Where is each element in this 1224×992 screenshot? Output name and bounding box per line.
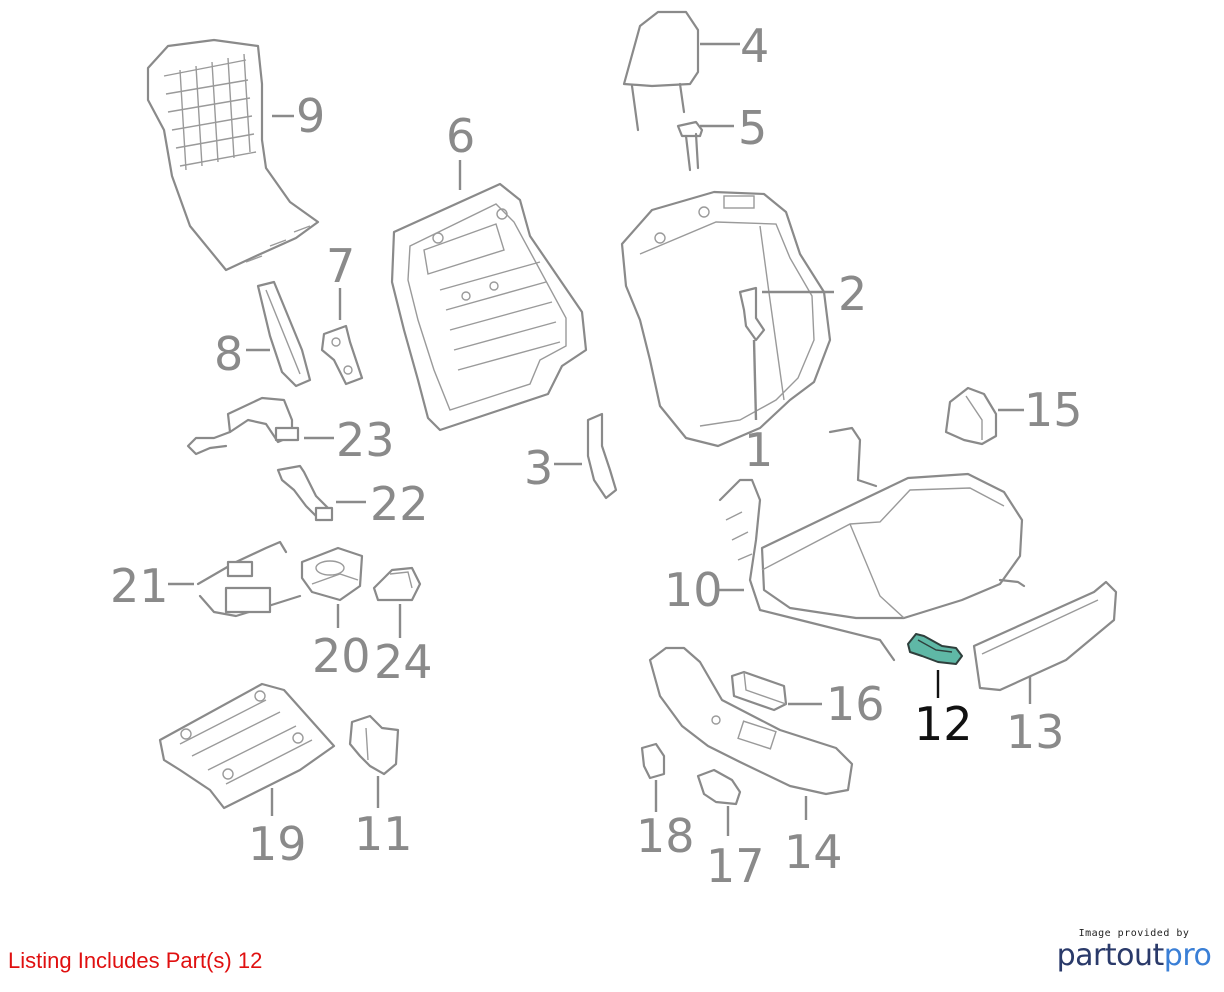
part-2-shape[interactable] <box>738 286 766 342</box>
part-13-shape[interactable] <box>972 580 1118 692</box>
partoutpro-logo[interactable]: partoutpro <box>1054 939 1214 973</box>
part-7-shape[interactable] <box>320 324 364 386</box>
callout-lines <box>168 42 1032 836</box>
part-12-shape[interactable] <box>907 633 963 665</box>
part-1-shape[interactable] <box>620 190 832 448</box>
part-15-shape[interactable] <box>944 386 998 446</box>
callout-10[interactable]: 10 <box>664 563 723 617</box>
callout-1[interactable]: 1 <box>744 423 773 477</box>
part-3-shape[interactable] <box>586 412 618 500</box>
part-6-shape[interactable] <box>390 182 588 432</box>
part-5-shape[interactable] <box>676 120 704 172</box>
callout-13[interactable]: 13 <box>1006 705 1065 759</box>
part-22-shape[interactable] <box>276 464 334 522</box>
callout-7[interactable]: 7 <box>326 239 355 293</box>
part-16-shape[interactable] <box>730 670 788 712</box>
callout-23[interactable]: 23 <box>336 413 395 467</box>
part-23-shape[interactable] <box>186 396 300 456</box>
part-17-shape[interactable] <box>696 768 742 806</box>
callout-2[interactable]: 2 <box>838 267 867 321</box>
part-4-shape[interactable] <box>622 10 700 132</box>
callout-22[interactable]: 22 <box>370 477 429 531</box>
callout-15[interactable]: 15 <box>1024 383 1083 437</box>
callout-8[interactable]: 8 <box>214 327 243 381</box>
callout-19[interactable]: 19 <box>248 817 307 871</box>
provider-credit: Image provided by partoutpro <box>1054 928 1214 973</box>
logo-text-part1: partout <box>1056 938 1165 973</box>
callout-20[interactable]: 20 <box>312 629 371 683</box>
callout-24[interactable]: 24 <box>374 635 433 689</box>
part-20-shape[interactable] <box>300 546 364 602</box>
callout-4[interactable]: 4 <box>740 19 769 73</box>
callout-17[interactable]: 17 <box>706 839 765 893</box>
provider-caption: Image provided by <box>1078 928 1190 939</box>
part-21-shape[interactable] <box>196 540 302 618</box>
part-19-shape[interactable] <box>158 682 336 810</box>
part-24-shape[interactable] <box>372 566 422 602</box>
callout-9[interactable]: 9 <box>296 89 325 143</box>
callout-labels: 9 6 7 8 4 5 2 1 3 23 22 21 20 24 19 11 1… <box>110 19 1083 893</box>
part-11-shape[interactable] <box>348 714 400 776</box>
part-9-shape[interactable] <box>146 38 320 272</box>
listing-includes-text: Listing Includes Part(s) 12 <box>8 948 263 973</box>
callout-3[interactable]: 3 <box>524 441 553 495</box>
part-14-shape[interactable] <box>648 646 854 796</box>
callout-16[interactable]: 16 <box>826 677 885 731</box>
callout-5[interactable]: 5 <box>738 101 767 155</box>
callout-14[interactable]: 14 <box>784 825 843 879</box>
part-8-shape[interactable] <box>256 280 312 388</box>
callout-12[interactable]: 12 <box>914 697 973 751</box>
callout-6[interactable]: 6 <box>446 109 475 163</box>
part-10-shape[interactable] <box>718 426 1026 662</box>
callout-21[interactable]: 21 <box>110 559 169 613</box>
logo-text-part2: pro <box>1163 938 1212 973</box>
callout-11[interactable]: 11 <box>354 807 413 861</box>
callout-18[interactable]: 18 <box>636 809 695 863</box>
part-18-shape[interactable] <box>640 742 666 780</box>
